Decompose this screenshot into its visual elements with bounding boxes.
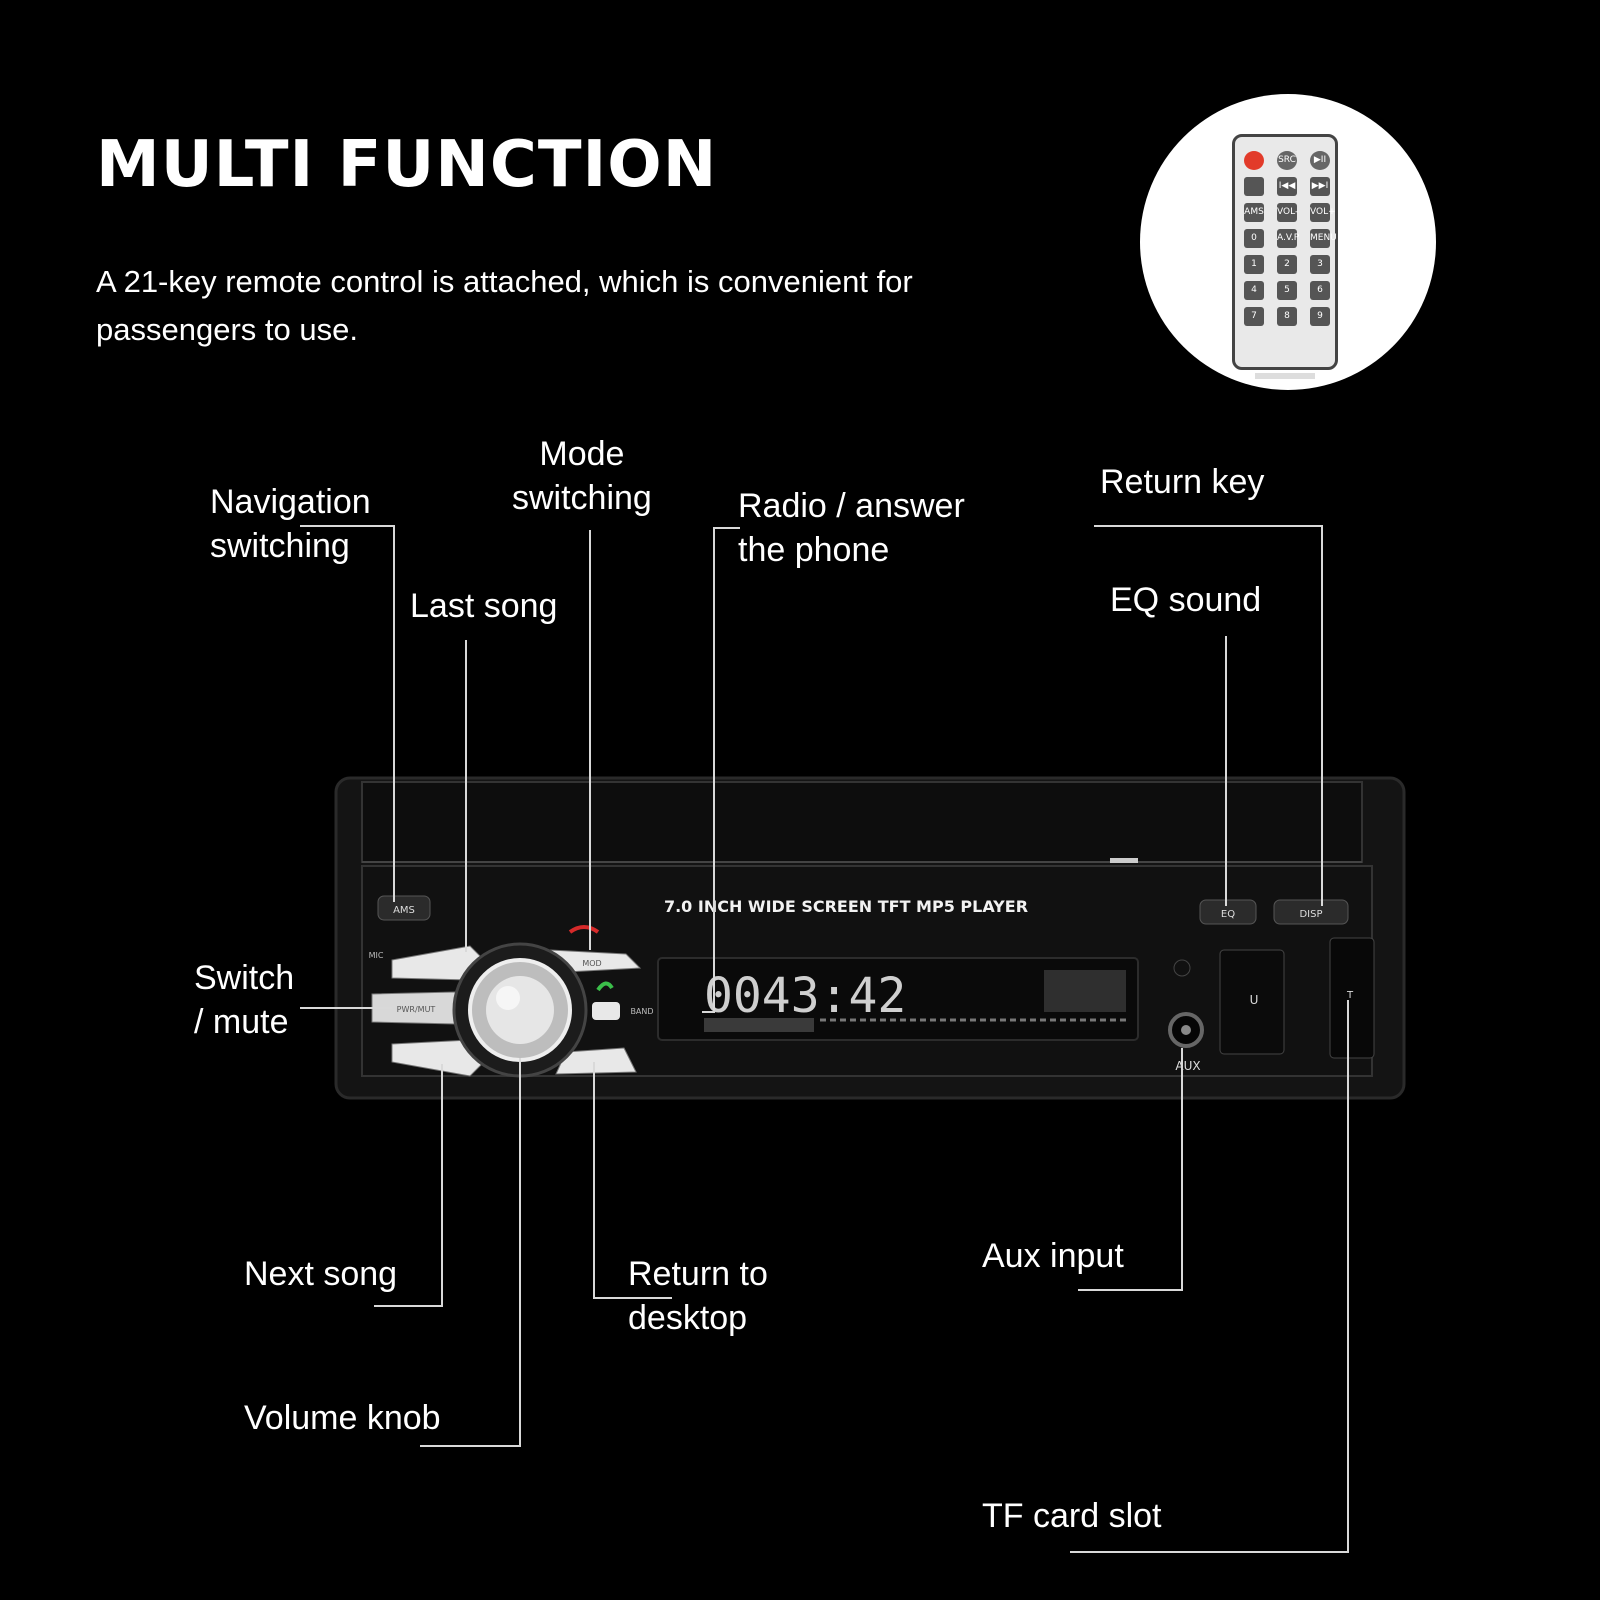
label-radio-answer: Radio / answer the phone bbox=[738, 487, 965, 569]
remote-key: AMS bbox=[1244, 203, 1264, 222]
eq-button-label: EQ bbox=[1221, 909, 1235, 920]
remote-key: 2 bbox=[1277, 255, 1297, 274]
leader-navigation bbox=[300, 525, 395, 902]
remote-key: 0 bbox=[1244, 229, 1264, 248]
remote-key: 6 bbox=[1310, 281, 1330, 300]
label-next-song: Next song bbox=[244, 1255, 398, 1293]
band-button-label: BAND bbox=[630, 1007, 653, 1016]
eq-button[interactable] bbox=[1199, 899, 1257, 925]
remote-key: MENU bbox=[1310, 229, 1337, 248]
remote-key: ▶▶I bbox=[1310, 177, 1330, 196]
display-bar bbox=[704, 1018, 814, 1032]
panel-led bbox=[1110, 858, 1138, 863]
label-navigation-switching: Navigation switching bbox=[210, 483, 371, 565]
ams-button[interactable] bbox=[377, 895, 431, 921]
tf-card-slot[interactable] bbox=[1329, 937, 1375, 1059]
leader-radio bbox=[702, 527, 740, 1013]
label-switch-mute: Switch / mute bbox=[194, 959, 295, 1041]
panel-model-text: 7.0 INCH WIDE SCREEN TFT MP5 PLAYER bbox=[664, 897, 1028, 916]
leader-aux bbox=[1078, 1048, 1183, 1291]
label-last-song: Last song bbox=[410, 587, 558, 625]
usb-port-label: U bbox=[1250, 993, 1259, 1007]
remote-key: 9 bbox=[1310, 307, 1330, 326]
remote-key: I◀◀ bbox=[1277, 177, 1297, 196]
leader-return-key bbox=[1094, 525, 1323, 906]
remote-key: 7 bbox=[1244, 307, 1264, 326]
display-spectrum bbox=[1044, 970, 1126, 1012]
volume-knob-cap bbox=[486, 976, 554, 1044]
remote-key: 3 bbox=[1310, 255, 1330, 274]
remote-key: A.V.P bbox=[1277, 229, 1299, 248]
label-return-desktop: Return to desktop bbox=[628, 1255, 768, 1337]
leader-next-song bbox=[374, 1064, 443, 1307]
remote-key: VOL+ bbox=[1310, 203, 1336, 222]
hangup-phone-icon bbox=[568, 925, 600, 934]
flip-panel bbox=[361, 781, 1363, 863]
ams-button-label: AMS bbox=[393, 905, 415, 916]
disp-button[interactable] bbox=[1273, 899, 1349, 925]
intro-text: A 21-key remote control is attached, whi… bbox=[96, 264, 913, 347]
return-desktop-button[interactable] bbox=[555, 1047, 637, 1075]
next-song-button[interactable] bbox=[391, 1039, 487, 1077]
band-button[interactable] bbox=[592, 1002, 620, 1020]
leader-tf bbox=[1070, 1000, 1349, 1553]
leader-return-desktop bbox=[593, 1062, 672, 1299]
remote-key: 1 bbox=[1244, 255, 1264, 274]
label-volume-knob: Volume knob bbox=[244, 1399, 441, 1437]
remote-key: 5 bbox=[1277, 281, 1297, 300]
callout-lines bbox=[300, 525, 1349, 1553]
display-readout: 0043:42 bbox=[704, 968, 906, 1024]
mic-label: MIC bbox=[369, 951, 384, 960]
remote-key bbox=[1244, 151, 1264, 170]
remote-key: VOL- bbox=[1277, 203, 1298, 222]
mode-button-label: MOD bbox=[582, 959, 601, 968]
page-title: MULTI FUNCTION bbox=[96, 128, 718, 202]
answer-phone-icon bbox=[596, 981, 614, 992]
tf-slot-label: T bbox=[1346, 990, 1354, 1001]
mic-hole bbox=[1173, 959, 1191, 977]
disp-button-label: DISP bbox=[1299, 909, 1322, 920]
usb-port[interactable] bbox=[1219, 949, 1285, 1055]
label-aux-input: Aux input bbox=[982, 1237, 1124, 1275]
label-mode-switching: Mode switching bbox=[512, 435, 652, 517]
remote-key: 8 bbox=[1277, 307, 1297, 326]
label-return-key: Return key bbox=[1100, 463, 1265, 501]
remote-key: 4 bbox=[1244, 281, 1264, 300]
remote-base bbox=[1255, 373, 1315, 379]
pwr-button-label: PWR/MUT bbox=[397, 1005, 436, 1014]
remote-key bbox=[1244, 177, 1264, 196]
aux-port-label: AUX bbox=[1175, 1059, 1200, 1073]
label-eq-sound: EQ sound bbox=[1110, 581, 1262, 619]
remote-key: SRC bbox=[1277, 151, 1297, 170]
remote-key: ▶II bbox=[1310, 151, 1330, 170]
label-tf-card-slot: TF card slot bbox=[982, 1497, 1162, 1535]
leader-volume bbox=[420, 1058, 521, 1447]
